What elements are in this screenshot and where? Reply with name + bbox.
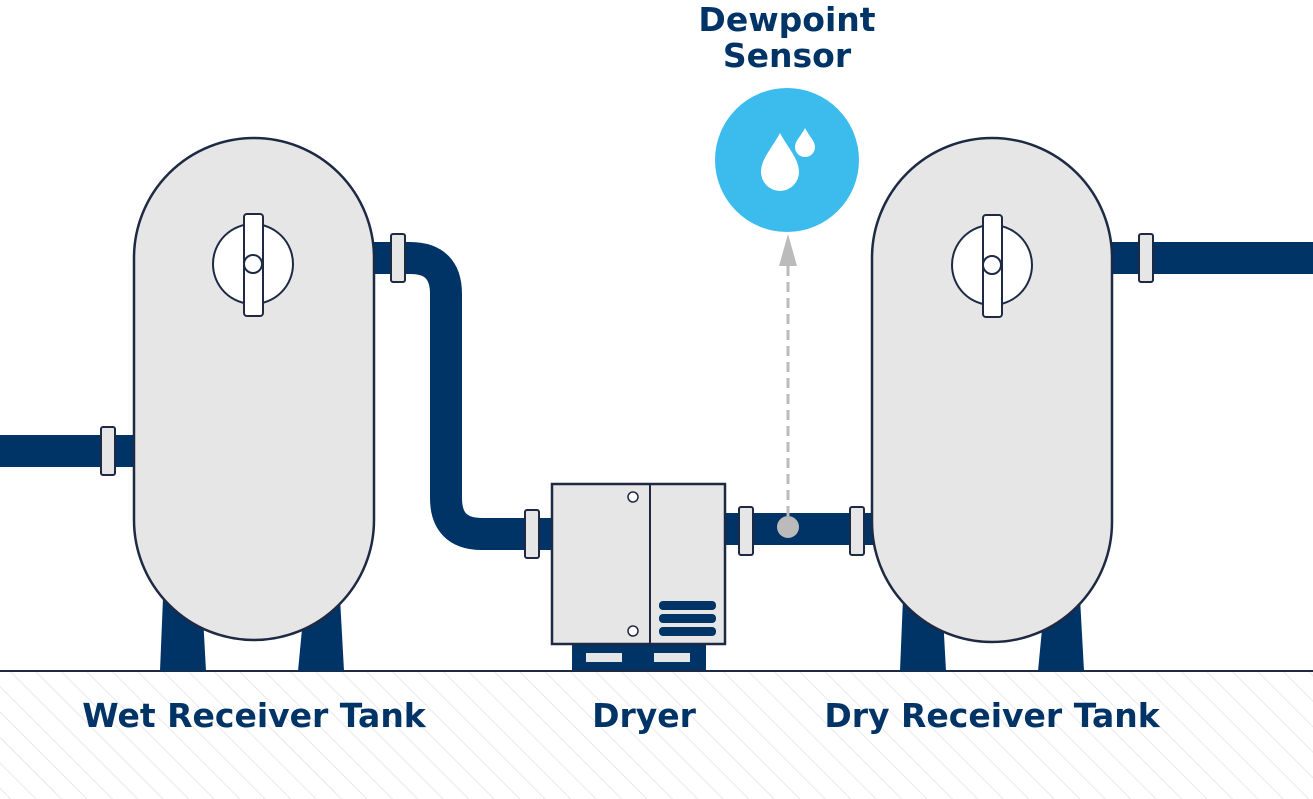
dry-receiver-tank	[870, 136, 1114, 671]
flange	[390, 233, 406, 283]
dry-tank-label: Dry Receiver Tank	[824, 696, 1160, 735]
tank-body	[870, 136, 1114, 644]
flange	[524, 509, 540, 559]
wet-to-dryer-pipe	[370, 242, 555, 550]
dryer-screw	[627, 625, 639, 637]
sensor-connection	[777, 234, 799, 538]
flange	[849, 506, 865, 556]
dewpoint-sensor	[715, 88, 859, 232]
sensor-title-line1: Dewpoint	[698, 0, 875, 39]
flange	[100, 426, 116, 476]
vent-grille-icon	[659, 601, 716, 636]
water-drops-icon	[761, 128, 815, 191]
wet-tank-label: Wet Receiver Tank	[82, 696, 427, 735]
valve-icon	[951, 214, 1033, 318]
sensor-title-line2: Sensor	[723, 36, 852, 75]
tank-body	[132, 136, 376, 642]
sensor-probe	[777, 516, 799, 538]
arrow-up-icon	[779, 234, 797, 266]
ground	[0, 670, 1313, 799]
valve-icon	[212, 213, 294, 317]
pipe-flanges	[100, 233, 1154, 559]
flange	[1138, 233, 1154, 283]
wet-receiver-tank	[132, 136, 376, 671]
dryer-base-slot	[654, 653, 690, 662]
dryer-unit	[550, 482, 727, 670]
flange	[738, 506, 754, 556]
dryer-base-slot	[586, 653, 622, 662]
dryer-label: Dryer	[592, 696, 697, 735]
dryer-screw	[627, 491, 639, 503]
